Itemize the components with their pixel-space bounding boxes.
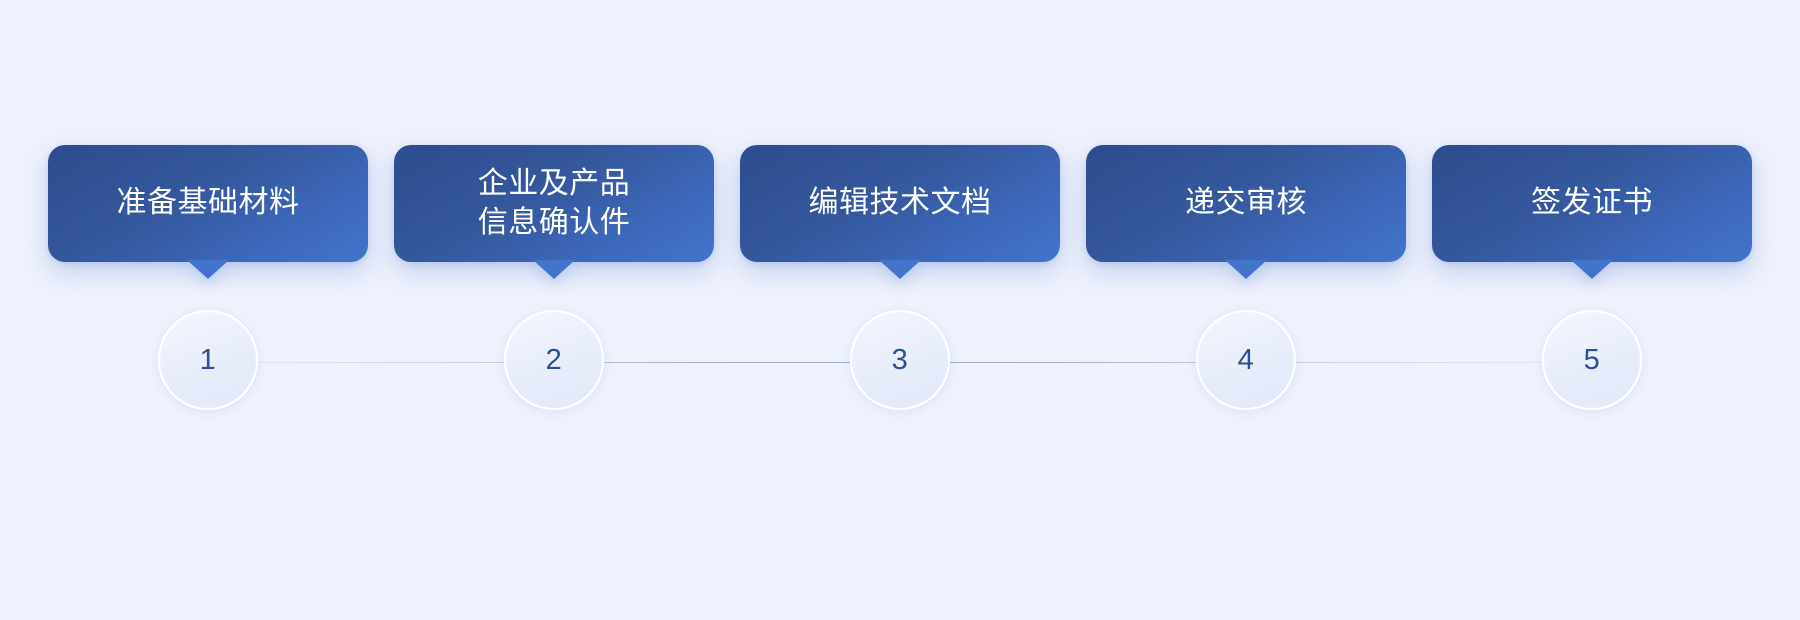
step-card-5[interactable]: 签发证书: [1432, 145, 1752, 279]
step-number-4: 4: [1237, 343, 1255, 376]
step-circle-3[interactable]: 3: [850, 310, 950, 410]
step-card-label-5: 签发证书: [1531, 186, 1653, 220]
step-circle-4[interactable]: 4: [1196, 310, 1296, 410]
step-card-1[interactable]: 准备基础材料: [48, 145, 368, 279]
step-circle-wrap-4: 4: [1196, 310, 1296, 410]
step-card-2[interactable]: 企业及产品 信息确认件: [394, 145, 714, 279]
step-card-label-4: 递交审核: [1185, 186, 1307, 220]
step-pointer-tail-4: [1225, 260, 1267, 279]
step-circle-5[interactable]: 5: [1542, 310, 1642, 410]
step-circle-wrap-2: 2: [504, 310, 604, 410]
step-pointer-tail-3: [879, 260, 921, 279]
step-circle-wrap-3: 3: [850, 310, 950, 410]
step-number-1: 1: [199, 343, 217, 376]
step-number-5: 5: [1583, 343, 1601, 376]
step-card-label-3: 编辑技术文档: [808, 186, 992, 220]
process-step-4[interactable]: 递交审核 4: [1086, 145, 1406, 410]
step-pointer-tail-5: [1571, 260, 1613, 279]
step-number-2: 2: [545, 343, 563, 376]
process-step-5[interactable]: 签发证书 5: [1432, 145, 1752, 410]
step-card-4[interactable]: 递交审核: [1086, 145, 1406, 279]
step-card-label-2: 企业及产品 信息确认件: [477, 167, 631, 239]
step-card-label-1: 准备基础材料: [116, 186, 300, 220]
process-step-1[interactable]: 准备基础材料 1: [48, 145, 368, 410]
process-step-2[interactable]: 企业及产品 信息确认件 2: [394, 145, 714, 410]
step-circle-1[interactable]: 1: [158, 310, 258, 410]
step-card-3[interactable]: 编辑技术文档: [740, 145, 1060, 279]
step-pointer-tail-2: [533, 260, 575, 279]
step-pointer-tail-1: [187, 260, 229, 279]
process-step-3[interactable]: 编辑技术文档 3: [740, 145, 1060, 410]
step-circle-wrap-5: 5: [1542, 310, 1642, 410]
step-circle-wrap-1: 1: [158, 310, 258, 410]
step-circle-2[interactable]: 2: [504, 310, 604, 410]
step-number-3: 3: [891, 343, 909, 376]
